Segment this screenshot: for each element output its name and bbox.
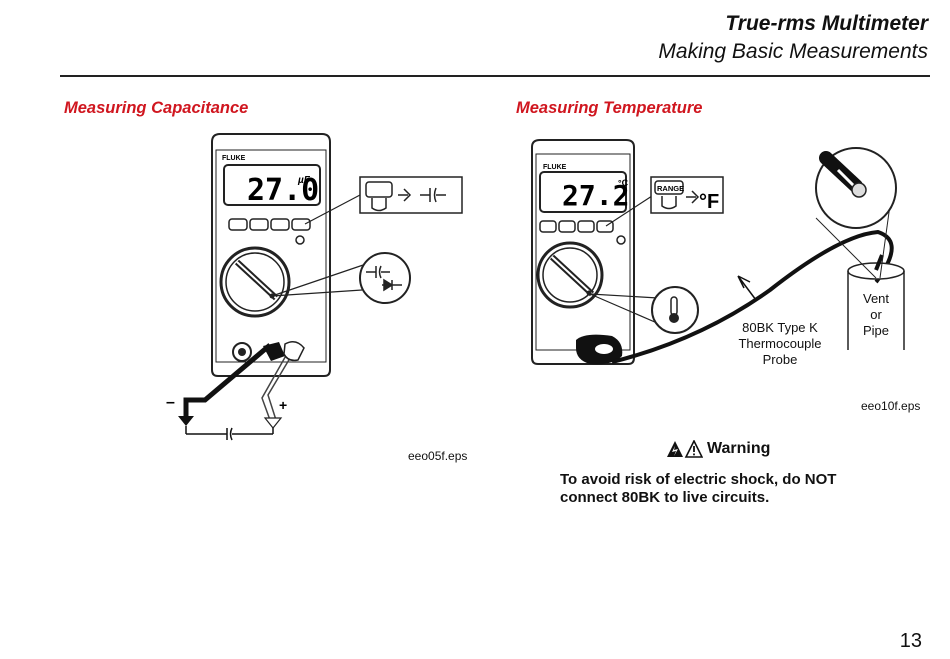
range-button-label: RANGE	[657, 184, 684, 193]
display-unit: °C	[618, 178, 629, 188]
temperature-figure-label: eeo10f.eps	[861, 399, 921, 413]
display-unit: µF	[297, 175, 311, 186]
negative-terminal-label: –	[166, 394, 175, 411]
capacitance-button-callout	[304, 176, 463, 225]
vent-pipe-label: Vent or Pipe	[862, 291, 890, 338]
temperature-heading: Measuring Temperature	[516, 99, 703, 117]
function-button-1	[228, 218, 248, 231]
header-rule	[60, 75, 930, 77]
function-button-4	[291, 218, 311, 231]
document-title: True-rms Multimeter	[725, 12, 928, 35]
capacitance-figure-label: eeo05f.eps	[408, 449, 468, 463]
capacitance-meter: FLUKE 27.0 µF	[211, 133, 331, 377]
lcd-display	[223, 164, 321, 206]
capacitance-dial-callout	[271, 252, 411, 304]
function-button-3	[577, 220, 595, 233]
function-button-2	[249, 218, 269, 231]
temperature-dial-callout	[589, 286, 699, 334]
brand-logo: FLUKE	[222, 155, 246, 162]
capacitance-heading: Measuring Capacitance	[64, 99, 249, 117]
display-reading: 27.2	[562, 179, 629, 212]
warning-text: To avoid risk of electric shock, do NOT …	[560, 471, 837, 506]
rotary-dial	[536, 241, 604, 309]
warning-title: Warning	[707, 440, 771, 457]
test-leads-capacitor: – +	[166, 341, 305, 441]
probe-tip-magnifier	[815, 147, 897, 279]
warning-heading: Warning	[667, 440, 770, 458]
probe-label: 80BK Type K Thermocouple Probe	[738, 320, 822, 367]
display-reading: 27.0	[247, 173, 319, 208]
function-button-1	[539, 220, 557, 233]
temperature-meter: FLUKE 27.2 °C	[531, 139, 635, 365]
function-button-3	[270, 218, 290, 231]
vent-pipe	[847, 254, 905, 350]
document-subtitle: Making Basic Measurements	[658, 40, 928, 63]
brand-logo: FLUKE	[543, 164, 567, 171]
page-number: 13	[899, 630, 922, 652]
fahrenheit-unit: °F	[699, 191, 719, 213]
range-button-callout: RANGE °F	[605, 176, 724, 227]
rotary-dial	[219, 246, 291, 318]
function-button-2	[558, 220, 576, 233]
lcd-display	[539, 171, 627, 213]
warning-icon	[667, 440, 703, 458]
positive-terminal-label: +	[279, 397, 287, 413]
